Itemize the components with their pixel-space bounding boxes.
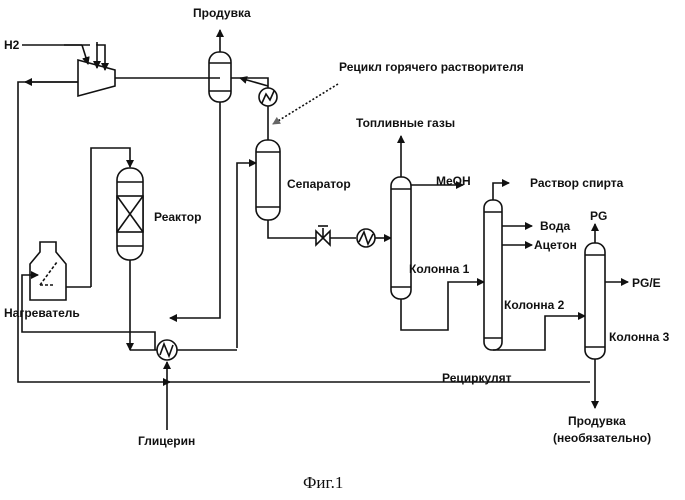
h2-label: H2 bbox=[4, 38, 20, 52]
heat-exchanger bbox=[130, 339, 237, 430]
hot-solvent-recycle-label: Рецикл горячего растворителя bbox=[339, 60, 524, 74]
column-3 bbox=[584, 223, 629, 409]
column-3-label: Колонна 3 bbox=[609, 330, 670, 344]
figure-caption: Фиг.1 bbox=[303, 473, 344, 492]
heater-label: Нагреватель bbox=[4, 306, 80, 320]
separator-label: Сепаратор bbox=[287, 177, 351, 191]
reactor-label: Реактор bbox=[154, 210, 202, 224]
reactor-vessel bbox=[90, 147, 144, 351]
separator-vessel bbox=[236, 139, 316, 348]
acetone-label: Ацетон bbox=[534, 238, 577, 252]
recirculate-label: Рециркулят bbox=[442, 371, 512, 385]
compressor-discharge-line bbox=[17, 78, 590, 386]
valve-and-cooler bbox=[315, 225, 392, 248]
pg-e-label: PG/E bbox=[632, 276, 661, 290]
glycerin-label: Глицерин bbox=[138, 434, 196, 448]
pg-top-label: PG bbox=[590, 209, 608, 223]
recycle-cooler-line bbox=[231, 76, 339, 140]
alcohol-solution-label: Раствор спирта bbox=[530, 176, 624, 190]
water-label: Вода bbox=[540, 219, 571, 233]
flash-drum bbox=[115, 29, 232, 322]
optional-label: (необязательно) bbox=[553, 431, 652, 445]
column-2-label: Колонна 2 bbox=[504, 298, 565, 312]
heater bbox=[21, 241, 156, 350]
purge-bottom-label: Продувка bbox=[568, 414, 626, 428]
fuel-gases-label: Топливные газы bbox=[356, 116, 456, 130]
purge-top-label: Продувка bbox=[193, 6, 251, 20]
meoh-label: MeOH bbox=[436, 174, 471, 188]
h2-feed-line bbox=[22, 42, 109, 71]
column-1 bbox=[390, 135, 485, 331]
column-2 bbox=[483, 179, 586, 351]
column-1-label: Колонна 1 bbox=[409, 262, 470, 276]
